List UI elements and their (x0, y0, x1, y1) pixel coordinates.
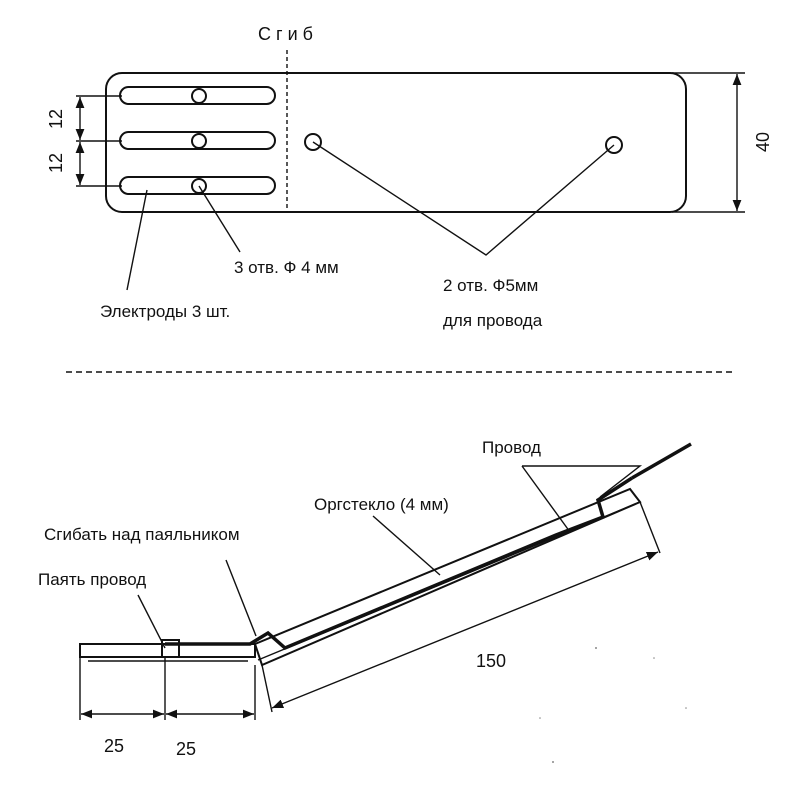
plexiglass-label: Оргстекло (4 мм) (314, 495, 449, 514)
plexiglass-base (79, 643, 256, 658)
dim-12-a-label: 12 (46, 109, 66, 129)
side-view: 150 25 25 Провод Оргстекло (4 мм) Сгибат… (38, 438, 692, 759)
hole-4mm (191, 178, 207, 194)
fold-label: С г и б (258, 24, 313, 44)
leader-plexiglass (372, 515, 441, 576)
dim-150-label: 150 (476, 651, 506, 671)
holes-5mm-label-1: 2 отв. Ф5мм (443, 276, 538, 295)
leader-wire (522, 465, 643, 498)
leader-electrodes (126, 189, 148, 291)
dim-12-b-label: 12 (46, 153, 66, 173)
dim-25-right-label: 25 (176, 739, 196, 759)
leader-holes-5mm (312, 141, 615, 256)
electrodes-label: Электроды 3 шт. (100, 302, 230, 321)
scan-specks (539, 647, 687, 763)
solder-wire-label: Паять провод (38, 570, 146, 589)
leader-solder (137, 594, 166, 649)
dim-extension-line (261, 664, 273, 713)
leader-bend (225, 559, 257, 637)
wire-tail (631, 442, 692, 480)
wire-label: Провод (482, 438, 541, 457)
solder-joint (161, 639, 180, 658)
dim-40-label: 40 (753, 132, 773, 152)
leader-holes-4mm (198, 185, 241, 253)
plate-outline (105, 72, 687, 213)
dim-line-150 (271, 551, 659, 709)
dim-extension-line (639, 501, 661, 554)
dim-25-left-label: 25 (104, 736, 124, 756)
plexiglass-incline (253, 487, 642, 667)
hole-4mm (191, 133, 207, 149)
holes-4mm-label: 3 отв. Ф 4 мм (234, 258, 339, 277)
hole-5mm (605, 136, 623, 154)
top-view: С г и б 12 12 40 3 отв. Ф 4 мм Электроды… (46, 24, 773, 330)
hole-4mm (191, 88, 207, 104)
holes-5mm-label-2: для провода (443, 311, 543, 330)
leader-wire-2 (521, 465, 571, 533)
hole-5mm (304, 133, 322, 151)
bend-over-iron-label: Сгибать над паяльником (44, 525, 240, 544)
